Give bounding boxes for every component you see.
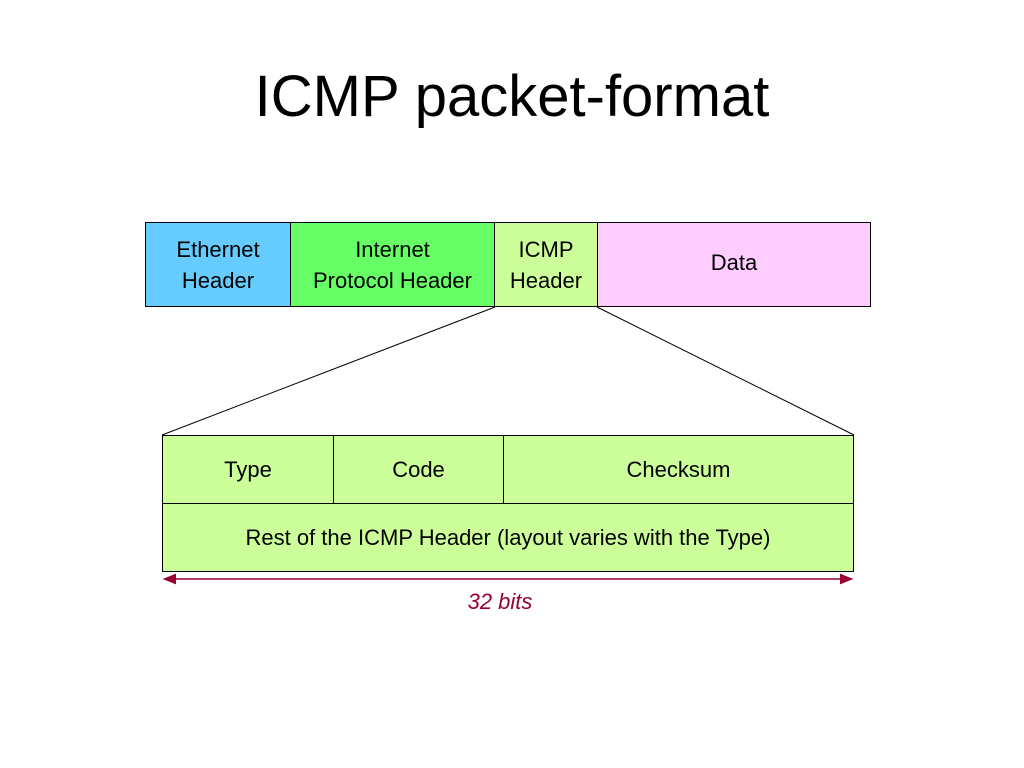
icmp-type-field: Type (162, 435, 334, 504)
icmp-header-segment: ICMP Header (494, 222, 598, 307)
ip-header-segment: Internet Protocol Header (290, 222, 495, 307)
expansion-line-left (161, 306, 496, 436)
icmp-header-line1: ICMP (518, 236, 574, 262)
ethernet-header-line1: Ethernet (176, 236, 260, 262)
icmp-header-line2: Header (509, 267, 583, 293)
ethernet-header-segment: Ethernet Header (145, 222, 291, 307)
bit-width-label: 32 bits (467, 589, 533, 614)
ip-header-line2: Protocol Header (313, 267, 472, 293)
icmp-code-label: Code (392, 457, 445, 482)
icmp-checksum-label: Checksum (626, 457, 731, 482)
icmp-type-label: Type (224, 457, 272, 482)
data-segment: Data (597, 222, 871, 307)
icmp-rest-label: Rest of the ICMP Header (layout varies w… (245, 525, 771, 550)
data-segment-label: Data (710, 250, 758, 275)
ip-header-line1: Internet (355, 236, 430, 262)
icmp-checksum-field: Checksum (503, 435, 854, 504)
icmp-code-field: Code (333, 435, 504, 504)
ethernet-header-line2: Header (181, 267, 255, 293)
page-title: ICMP packet-format (254, 64, 770, 129)
expansion-line-right (596, 306, 855, 436)
icmp-rest-field: Rest of the ICMP Header (layout varies w… (162, 503, 854, 572)
